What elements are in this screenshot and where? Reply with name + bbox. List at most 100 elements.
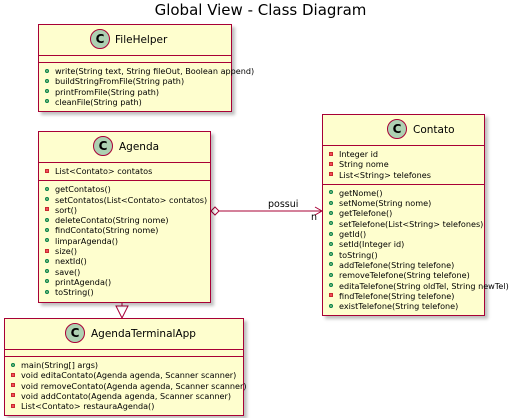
field-row: List<String> telefones <box>323 170 484 180</box>
class-stereotype-icon: C <box>65 323 85 343</box>
private-visibility-icon <box>11 403 15 408</box>
method-row: toString() <box>39 287 210 297</box>
method-signature: void addContato(Agenda agenda, Scanner s… <box>21 390 232 401</box>
class-name: FileHelper <box>115 34 168 46</box>
field-signature: List<Contato> contatos <box>55 166 153 176</box>
relation-label-possui: possui <box>268 199 299 210</box>
method-row: buildStringFromFile(String path) <box>39 76 231 86</box>
method-signature: toString() <box>55 287 94 298</box>
agenda-methods: getContatos()setContatos(List<Contato> c… <box>39 181 210 301</box>
public-visibility-icon <box>45 89 49 94</box>
public-visibility-icon <box>329 272 333 277</box>
method-row: nextId() <box>39 256 210 266</box>
class-name: Contato <box>413 124 455 136</box>
private-visibility-icon <box>329 161 333 166</box>
public-visibility-icon <box>329 231 333 236</box>
method-row: editaTelefone(String oldTel, String newT… <box>323 281 509 291</box>
method-signature: setContatos(List<Contato> contatos) <box>55 194 208 205</box>
public-visibility-icon <box>329 190 333 195</box>
private-visibility-icon <box>329 172 333 177</box>
method-signature: getId() <box>339 229 367 240</box>
method-row: List<Contato> restauraAgenda() <box>5 401 243 411</box>
public-visibility-icon <box>45 279 49 284</box>
private-visibility-icon <box>11 393 15 398</box>
method-row: cleanFile(String path) <box>39 97 231 107</box>
public-visibility-icon <box>45 186 49 191</box>
method-row: void editaContato(Agenda agenda, Scanner… <box>5 370 243 380</box>
public-visibility-icon <box>329 221 333 226</box>
public-visibility-icon <box>45 227 49 232</box>
agendaterminalapp-header: C AgendaTerminalApp <box>5 319 243 350</box>
method-row: printFromFile(String path) <box>39 87 231 97</box>
method-signature: findContato(String nome) <box>55 225 159 236</box>
field-signature: String nome <box>339 159 389 170</box>
private-visibility-icon <box>45 168 49 173</box>
public-visibility-icon <box>45 217 49 222</box>
class-name: Agenda <box>119 141 160 153</box>
private-visibility-icon <box>45 248 49 253</box>
method-row: findTelefone(String telefone) <box>323 291 484 301</box>
class-stereotype-icon: C <box>93 136 113 156</box>
field-row: List<Contato> contatos <box>39 166 210 176</box>
public-visibility-icon <box>45 78 49 83</box>
public-visibility-icon <box>45 269 49 274</box>
method-signature: main(String[] args) <box>21 360 99 370</box>
class-name: AgendaTerminalApp <box>91 328 196 340</box>
method-row: setId(Integer id) <box>323 239 484 249</box>
method-row: setTelefone(List<String> telefones) <box>323 219 484 229</box>
method-signature: limparAgenda() <box>55 235 119 246</box>
method-signature: removeTelefone(String telefone) <box>339 270 470 281</box>
method-signature: setNome(String nome) <box>339 198 432 209</box>
method-row: printAgenda() <box>39 277 210 287</box>
filehelper-methods: write(String text, String fileOut, Boole… <box>39 63 254 111</box>
method-row: toString() <box>323 250 484 260</box>
contato-methods: getNome()setNome(String nome)getTelefone… <box>323 185 509 316</box>
public-visibility-icon <box>329 262 333 267</box>
method-row: getContatos() <box>39 184 210 194</box>
method-signature: editaTelefone(String oldTel, String newT… <box>339 280 509 291</box>
method-row: removeTelefone(String telefone) <box>323 270 484 280</box>
public-visibility-icon <box>329 303 333 308</box>
method-signature: printAgenda() <box>55 276 112 287</box>
public-visibility-icon <box>45 197 49 202</box>
method-signature: nextId() <box>55 256 87 267</box>
class-stereotype-icon: C <box>387 119 407 139</box>
field-row: Integer id <box>323 149 484 159</box>
public-visibility-icon <box>45 99 49 104</box>
method-row: size() <box>39 246 210 256</box>
public-visibility-icon <box>45 258 49 263</box>
method-signature: List<Contato> restauraAgenda() <box>21 401 155 412</box>
public-visibility-icon <box>329 252 333 257</box>
field-signature: Integer id <box>339 149 379 159</box>
method-row: addTelefone(String telefone) <box>323 260 484 270</box>
agenda-header: C Agenda <box>39 132 210 163</box>
agenda-fields: List<Contato> contatos <box>39 163 210 182</box>
method-row: void addContato(Agenda agenda, Scanner s… <box>5 391 243 401</box>
public-visibility-icon <box>45 238 49 243</box>
method-row: getNome() <box>323 188 484 198</box>
method-signature: getContatos() <box>55 184 111 195</box>
agendaterminalapp-methods: main(String[] args)void editaContato(Age… <box>5 357 247 415</box>
private-visibility-icon <box>11 372 15 377</box>
method-row: main(String[] args) <box>5 360 243 370</box>
method-signature: void removeContato(Agenda agenda, Scanne… <box>21 380 247 391</box>
aggregation-diamond <box>210 206 220 216</box>
field-signature: List<String> telefones <box>339 169 431 180</box>
method-signature: void editaContato(Agenda agenda, Scanner… <box>21 370 237 381</box>
private-visibility-icon <box>329 293 333 298</box>
field-row: String nome <box>323 159 484 169</box>
method-signature: addTelefone(String telefone) <box>339 259 455 270</box>
diagram-title: Global View - Class Diagram <box>154 1 367 19</box>
method-signature: printFromFile(String path) <box>55 86 160 97</box>
public-visibility-icon <box>329 210 333 215</box>
method-row: save() <box>39 267 210 277</box>
method-row: getId() <box>323 229 484 239</box>
method-signature: setId(Integer id) <box>339 239 405 250</box>
